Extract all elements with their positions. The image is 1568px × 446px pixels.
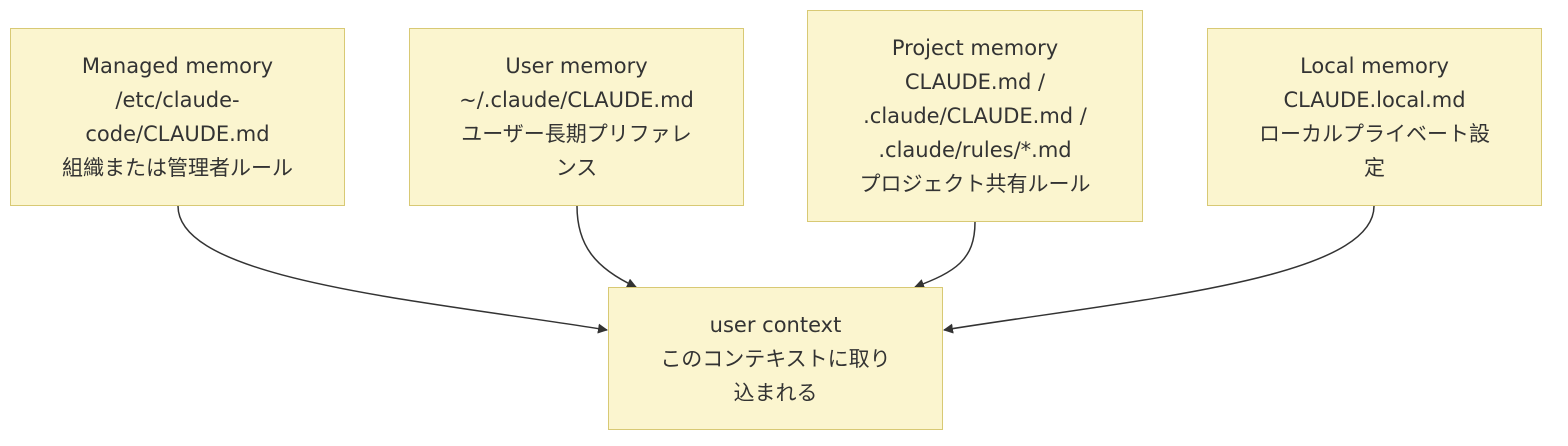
node-line: 込まれる: [733, 380, 818, 405]
node-line: ユーザー長期プリファレ: [461, 122, 692, 146]
node-line: ンス: [555, 156, 598, 180]
local-memory-node: Local memory CLAUDE.local.md ローカルプライベート設…: [1207, 28, 1542, 206]
edge-project-to-context: [914, 221, 976, 289]
node-line: user context: [709, 312, 842, 337]
node-line: 組織または管理者ルール: [62, 156, 293, 180]
node-line: .claude/CLAUDE.md /: [863, 104, 1087, 128]
node-line: code/CLAUDE.md: [85, 122, 270, 146]
node-line: プロジェクト共有ルール: [859, 172, 1091, 196]
node-line: Project memory: [891, 36, 1059, 60]
project-memory-node: Project memory CLAUDE.md / .claude/CLAUD…: [807, 10, 1143, 222]
node-line: Managed memory: [81, 54, 274, 78]
edge-user-to-context: [576, 205, 637, 288]
user-memory-node: User memory ~/.claude/CLAUDE.md ユーザー長期プリ…: [409, 28, 744, 206]
node-line: このコンテキストに取り: [660, 346, 891, 371]
node-line: /etc/claude-: [115, 88, 240, 112]
edge-local-to-context: [943, 205, 1375, 334]
node-line: CLAUDE.md /: [904, 70, 1046, 94]
managed-memory-node: Managed memory /etc/claude- code/CLAUDE.…: [10, 28, 345, 206]
user-context-node: user context このコンテキストに取り 込まれる: [608, 287, 943, 430]
node-line: ローカルプライベート設: [1259, 122, 1490, 146]
node-line: Local memory: [1300, 54, 1449, 78]
node-line: 定: [1364, 156, 1385, 180]
node-line: ~/.claude/CLAUDE.md: [459, 88, 694, 112]
node-line: CLAUDE.local.md: [1283, 88, 1466, 112]
edge-managed-to-context: [177, 205, 608, 334]
node-line: User memory: [505, 54, 648, 78]
node-line: .claude/rules/*.md: [878, 138, 1072, 162]
